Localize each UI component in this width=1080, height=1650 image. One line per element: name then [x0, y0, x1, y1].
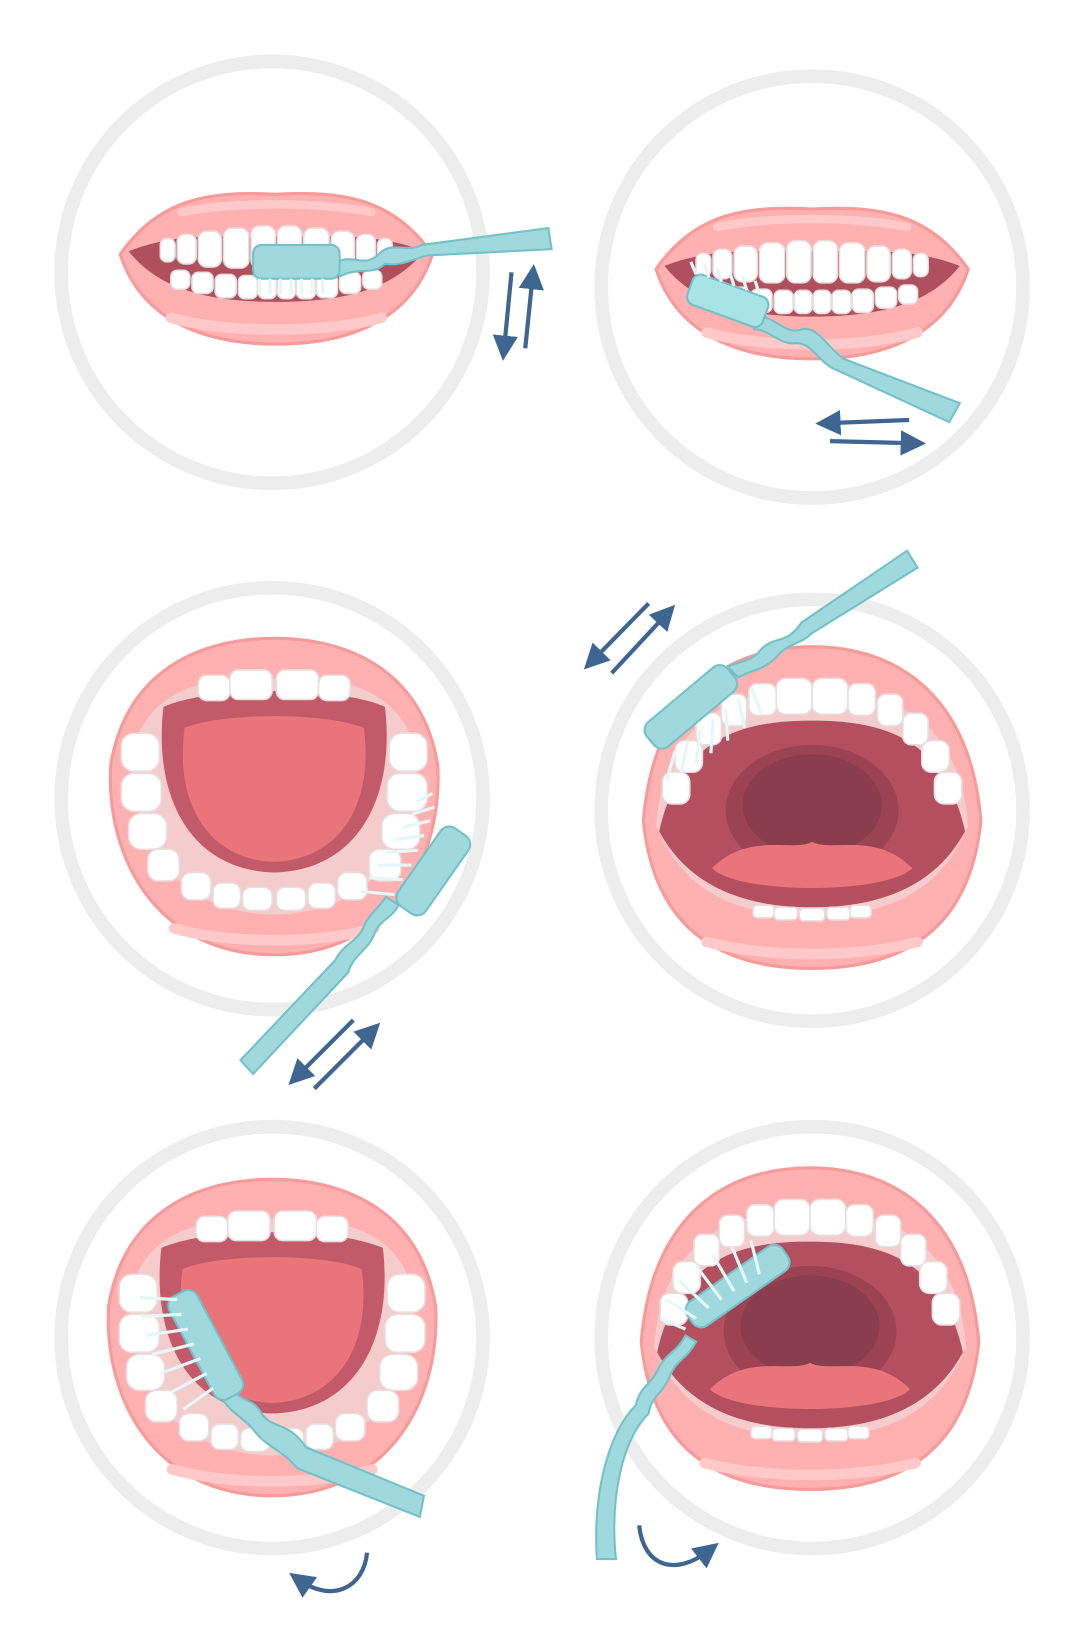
- panel-inner-lower-teeth: [110, 638, 472, 1091]
- toothbrush-icon: [252, 226, 553, 295]
- panel-throat-side: [595, 1168, 979, 1569]
- arrow-icon: [637, 1525, 719, 1569]
- toothbrush-icon: [643, 549, 920, 782]
- panel-front-teeth: [120, 194, 553, 361]
- arrow-icon: [289, 1552, 370, 1598]
- arrow-icon: [815, 410, 927, 456]
- panel-inner-upper-teeth: [583, 549, 981, 969]
- toothbrush-icon: [685, 261, 962, 424]
- toothbrush-icon: [595, 1240, 791, 1561]
- arrow-icon: [288, 1018, 381, 1091]
- arrow-icon: [492, 263, 544, 361]
- toothbrush-icon: [239, 791, 472, 1076]
- panel-side-teeth: [656, 208, 968, 456]
- panel-tongue-side: [108, 1179, 436, 1598]
- panel-circles: [54, 54, 1030, 1556]
- toothbrush-icon: [139, 1288, 426, 1519]
- arrow-icon: [583, 602, 676, 675]
